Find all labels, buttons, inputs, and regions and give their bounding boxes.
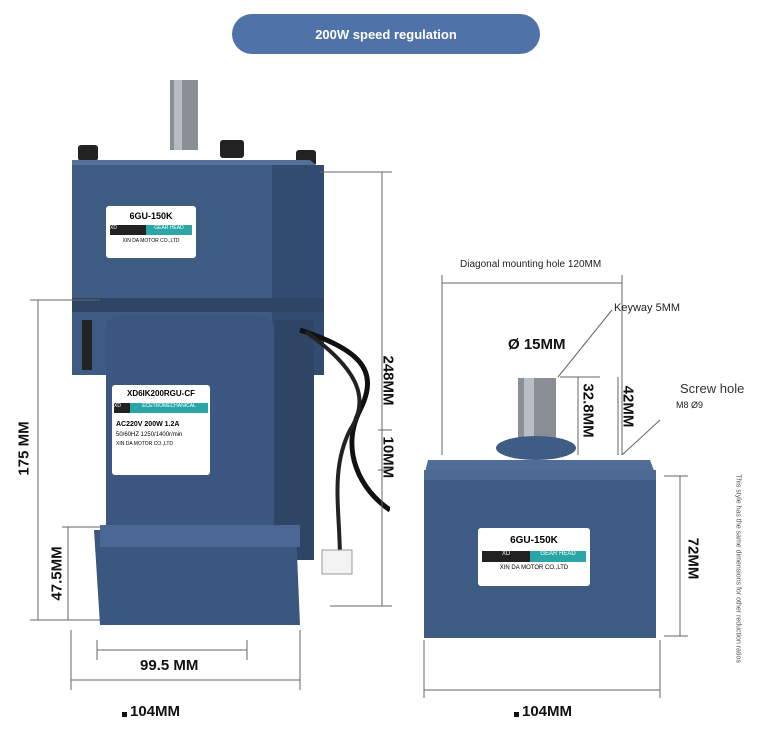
dim-height-total: 175 MM <box>15 421 33 476</box>
dim-height-gear: 248MM <box>379 355 397 406</box>
right-gearhead-brand: XD <box>482 551 530 562</box>
motor-brand-line: ECETROMECHANICAL <box>130 403 208 413</box>
dim-gear-height: 72MM <box>684 537 702 580</box>
gearhead-type: GEAR HEAD <box>146 225 192 235</box>
dim-screw-title: Screw hole <box>680 381 745 396</box>
gearhead-company: XIN DA MOTOR CO.,LTD <box>122 238 180 244</box>
bullet-icon <box>122 712 127 717</box>
dim-shaft-len: 32.8MM <box>579 383 597 438</box>
right-gearhead-model: 6GU-150K <box>510 535 558 546</box>
gearhead-brand: XD <box>110 225 146 235</box>
right-gearhead-nameplate: 6GU-150K XD GEAR HEAD XIN DA MOTOR CO.,L… <box>478 528 590 586</box>
side-note: This style has the same dimensions for o… <box>734 474 742 663</box>
dim-shaft-total: 42MM <box>619 385 637 428</box>
gearhead-model: 6GU-150K <box>129 211 173 221</box>
dim-height-base: 47.5MM <box>48 546 66 601</box>
dim-keyway: Keyway 5MM <box>614 302 681 314</box>
right-gearhead-type: GEAR HEAD <box>530 551 586 562</box>
motor-brand: XD <box>114 403 130 413</box>
dim-screw-spec: M8 Ø9 <box>676 400 704 410</box>
gearhead-nameplate: 6GU-150K XD GEAR HEAD XIN DA MOTOR CO.,L… <box>106 206 196 258</box>
motor-model: XD6IK200RGU-CF <box>126 389 195 398</box>
dim-width-left: 104MM <box>130 703 181 720</box>
dim-width-inner: 99.5 MM <box>140 657 199 674</box>
dim-flange: 10MM <box>379 436 397 479</box>
motor-spec-2: 50/60HZ 1250/1400r/min <box>116 432 183 438</box>
bullet-icon <box>514 712 519 717</box>
dim-diagonal: Diagonal mounting hole 120MM <box>460 259 602 270</box>
motor-company: XIN DA MOTOR CO.,LTD <box>116 441 174 447</box>
right-gearhead-company: XIN DA MOTOR CO.,LTD <box>499 565 569 571</box>
motor-nameplate: XD6IK200RGU-CF XD ECETROMECHANICAL AC220… <box>112 385 210 475</box>
title-banner: 200W speed regulation <box>232 14 540 54</box>
dim-shaft-dia: Ø 15MM <box>508 336 566 353</box>
motor-spec-1: AC220V 200W 1.2A <box>116 421 180 428</box>
dim-width-right: 104MM <box>522 703 573 720</box>
